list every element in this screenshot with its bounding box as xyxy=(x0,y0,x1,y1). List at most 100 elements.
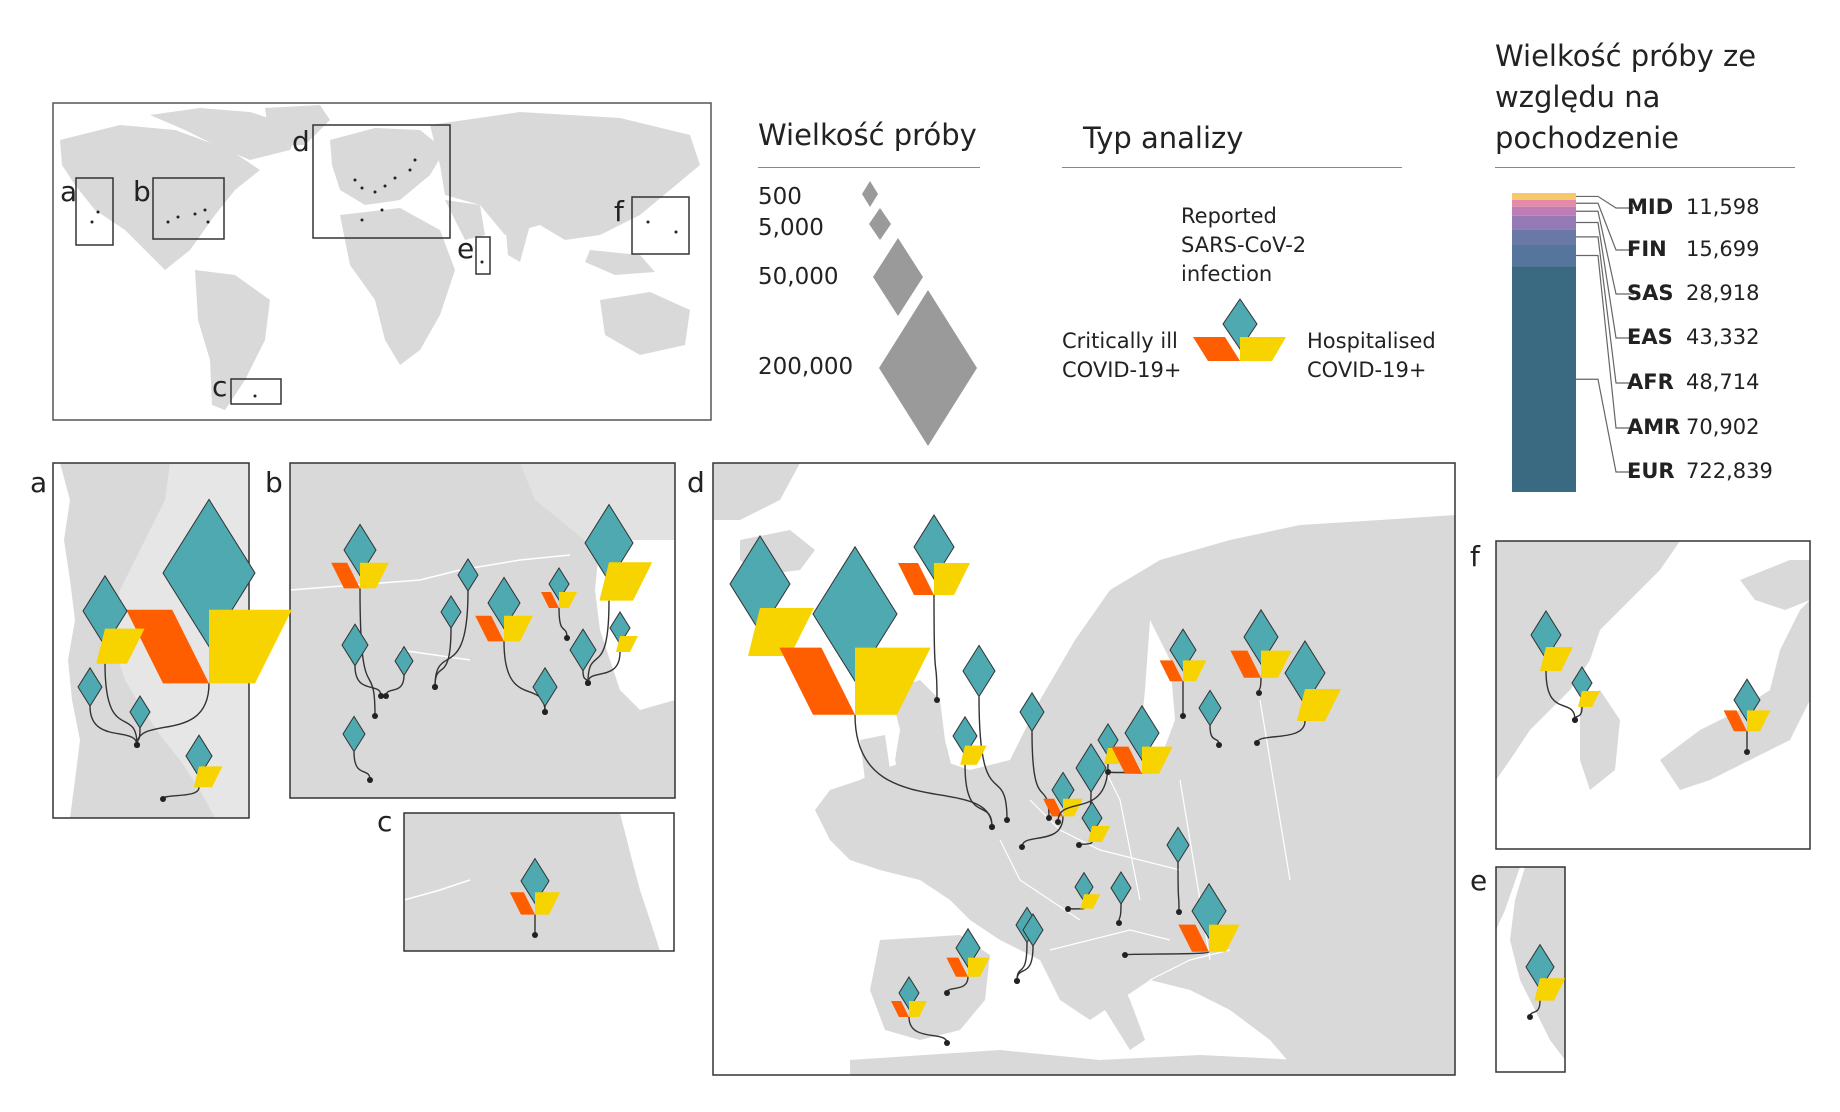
hospitalised-parallelogram xyxy=(968,957,990,977)
world-box-label-c: c xyxy=(212,370,228,403)
infection-diamond xyxy=(440,595,462,629)
hospitalised-parallelogram xyxy=(1183,660,1207,682)
cohort-connector xyxy=(933,594,938,701)
cohort-connector xyxy=(908,1016,948,1044)
critically-ill-parallelogram xyxy=(126,609,209,684)
hospitalised-parallelogram xyxy=(960,745,987,765)
critically-ill-parallelogram xyxy=(509,892,535,915)
ancestry-leader-amr xyxy=(1576,254,1634,429)
legend-diamond-50000 xyxy=(873,238,923,316)
ancestry-segment-afr xyxy=(1512,229,1576,245)
cohort-connector xyxy=(1256,720,1306,744)
cohort-8 xyxy=(342,715,373,783)
critically-ill-parallelogram xyxy=(891,1001,909,1017)
cohort-site-dot xyxy=(1180,713,1186,719)
cohort-40 xyxy=(891,976,950,1046)
ancestry-value-afr: 48,714 xyxy=(1686,370,1760,394)
hospitalised-parallelogram xyxy=(96,628,145,664)
ancestry-leader-eas xyxy=(1576,221,1634,339)
ancestry-segment-fin xyxy=(1512,199,1576,207)
legend-label-500: 500 xyxy=(758,184,802,210)
region-box-b xyxy=(152,177,225,240)
cohort-connector xyxy=(1057,763,1109,823)
cohort-29 xyxy=(1230,608,1292,696)
cohort-16 xyxy=(585,611,638,686)
sample-size-legend-glyphs xyxy=(862,181,977,446)
cohort-site-dot xyxy=(1116,920,1122,926)
hospitalised-parallelogram xyxy=(360,562,389,589)
infection-diamond xyxy=(1110,871,1132,905)
cohort-site-dot xyxy=(532,932,538,938)
cohort-site-dot xyxy=(1105,769,1111,775)
ancestry-value-eur: 722,839 xyxy=(1686,459,1773,483)
sample-size-legend-rule xyxy=(758,167,980,168)
cohort-connector xyxy=(354,665,382,697)
cohort-31 xyxy=(1254,640,1341,746)
cohort-site-dot xyxy=(1076,842,1082,848)
cohort-3 xyxy=(129,695,151,748)
hospitalised-parallelogram xyxy=(1297,689,1341,721)
cohort-20 xyxy=(898,514,970,703)
critically-ill-parallelogram xyxy=(898,563,934,595)
region-box-d xyxy=(312,124,451,239)
ancestry-code-mid: MID xyxy=(1627,195,1674,219)
infection-diamond xyxy=(962,644,996,698)
cohort-connector xyxy=(1016,945,1034,982)
hospitalised-parallelogram xyxy=(209,609,292,684)
ancestry-code-eas: EAS xyxy=(1627,325,1673,349)
cohort-site-dot xyxy=(934,697,940,703)
critically-ill-parallelogram xyxy=(475,615,504,642)
cohort-30 xyxy=(1198,689,1222,748)
cohort-site-dot xyxy=(1014,978,1020,984)
infection-diamond xyxy=(569,628,597,672)
cohort-site-dot xyxy=(944,990,950,996)
ancestry-code-fin: FIN xyxy=(1627,237,1667,261)
cohort-25 xyxy=(1019,771,1083,850)
ancestry-leader-sas xyxy=(1576,210,1634,295)
cohort-13 xyxy=(532,666,558,715)
region-box-e xyxy=(475,236,491,275)
cohort-glyphs xyxy=(77,498,1771,1046)
cohort-site-dot xyxy=(989,824,995,830)
hospitalised-parallelogram xyxy=(748,608,814,656)
panel-letter-b: b xyxy=(265,466,283,499)
hospitalised-parallelogram xyxy=(1747,710,1771,732)
hospitalised-parallelogram xyxy=(504,615,533,642)
critically-ill-parallelogram xyxy=(1230,650,1261,678)
cohort-site-dot xyxy=(542,709,548,715)
hospitalised-parallelogram xyxy=(1540,647,1573,671)
world-box-label-d: d xyxy=(292,125,310,158)
panel-e xyxy=(1495,866,1566,1073)
cohort-connector xyxy=(587,651,621,684)
cohort-connector xyxy=(1177,862,1180,913)
hospitalised-parallelogram xyxy=(1142,746,1173,774)
cohort-site-dot xyxy=(432,684,438,690)
critically-ill-parallelogram xyxy=(1178,924,1209,952)
ancestry-leader-eur xyxy=(1576,378,1634,473)
panel-d xyxy=(712,462,1456,1076)
cohort-0 xyxy=(126,498,292,748)
cohort-site-dot xyxy=(1254,740,1260,746)
cohort-36 xyxy=(1122,882,1240,958)
legend-label-50000: 50,000 xyxy=(758,264,839,290)
critically-ill-label: Critically ill COVID-19+ xyxy=(1062,329,1182,382)
cohort-site-dot xyxy=(1256,690,1262,696)
cohort-site-dot xyxy=(1216,742,1222,748)
hospitalised-parallelogram xyxy=(559,592,577,608)
critically-ill-parallelogram xyxy=(331,562,360,589)
ancestry-leader-mid xyxy=(1576,195,1634,209)
hospitalised-parallelogram xyxy=(1578,691,1600,707)
world-box-label-f: f xyxy=(614,195,624,228)
cohort-connector xyxy=(434,590,469,688)
analysis-type-legend-title: Typ analizy xyxy=(1083,121,1244,155)
cohort-site-dot xyxy=(1572,717,1578,723)
panel-f xyxy=(1495,540,1811,850)
infection-diamond xyxy=(457,558,479,592)
ancestry-value-fin: 15,699 xyxy=(1686,237,1760,261)
critically-ill-parallelogram xyxy=(1159,660,1183,682)
analysis-type-glyph xyxy=(1193,298,1286,361)
hospitalised-parallelogram xyxy=(934,563,970,595)
cohort-14 xyxy=(584,503,653,686)
legend-label-5000: 5,000 xyxy=(758,215,824,241)
cohort-site-dot xyxy=(1019,844,1025,850)
